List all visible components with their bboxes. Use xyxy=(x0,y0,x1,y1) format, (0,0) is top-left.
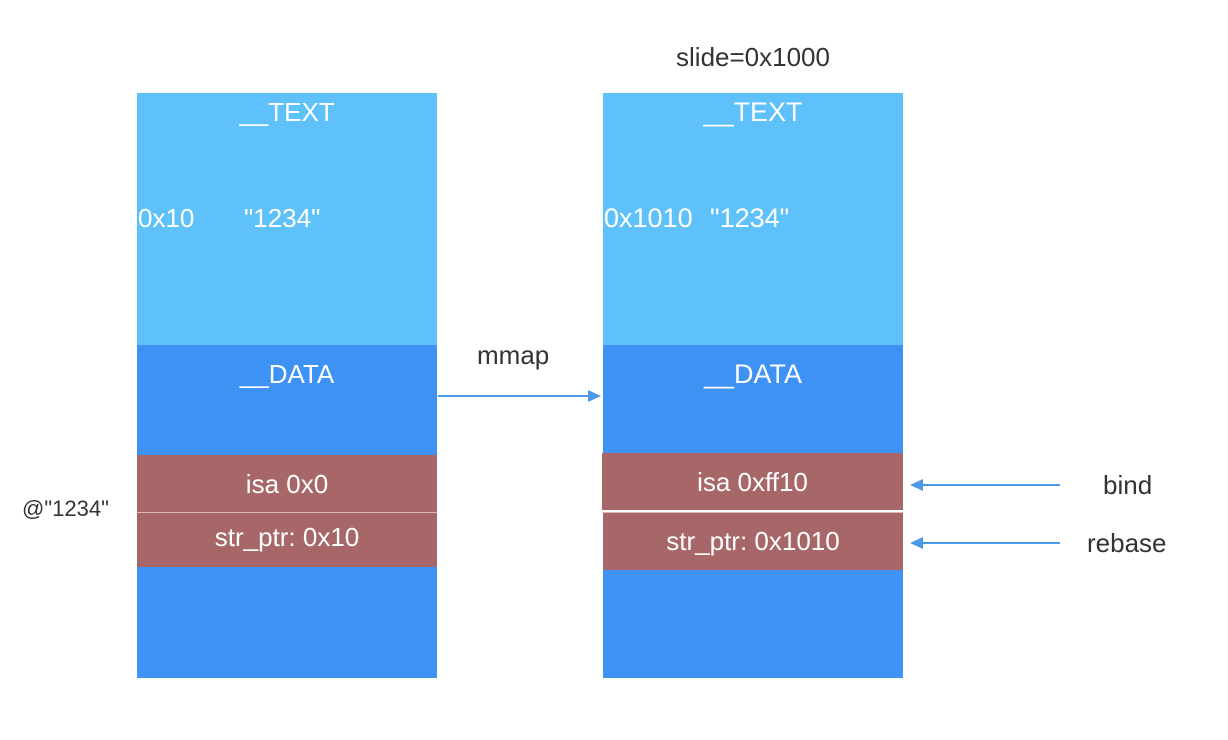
left-data-tail xyxy=(137,567,437,678)
left-data-segment-label: __DATA xyxy=(239,359,335,389)
right-string-address: 0x1010 xyxy=(604,203,693,233)
right-isa-field: isa 0xff10 xyxy=(697,467,808,497)
right-isa-field-box xyxy=(602,453,903,510)
bind-arrow xyxy=(910,479,1060,491)
right-str-ptr-field: str_ptr: 0x1010 xyxy=(666,526,840,556)
bind-label: bind xyxy=(1103,470,1153,500)
right-text-segment xyxy=(603,93,903,345)
rebase-label: rebase xyxy=(1087,528,1167,558)
right-text-segment-label: __TEXT xyxy=(703,97,803,127)
left-string-literal: "1234" xyxy=(244,203,321,233)
left-field-divider xyxy=(137,512,437,513)
right-data-tail xyxy=(603,570,903,678)
right-data-segment-label: __DATA xyxy=(703,359,803,389)
rebase-arrow xyxy=(910,537,1060,549)
slide-label: slide=0x1000 xyxy=(676,42,830,72)
right-string-literal: "1234" xyxy=(710,203,790,233)
left-text-segment-label: __TEXT xyxy=(239,97,335,127)
right-str-ptr-field-box xyxy=(603,513,903,570)
left-text-segment xyxy=(137,93,437,345)
left-str-ptr-field-box xyxy=(137,513,437,567)
right-data-segment xyxy=(603,345,903,455)
left-isa-field: isa 0x0 xyxy=(245,469,329,499)
left-data-segment xyxy=(137,345,437,455)
left-string-address: 0x10 xyxy=(138,203,195,233)
left-isa-field-box xyxy=(137,455,437,512)
left-object-label: @"1234" xyxy=(22,496,109,521)
left-str-ptr-field: str_ptr: 0x10 xyxy=(214,522,360,552)
mmap-arrow xyxy=(438,390,601,402)
right-field-divider xyxy=(602,512,903,513)
mmap-label: mmap xyxy=(477,340,550,370)
